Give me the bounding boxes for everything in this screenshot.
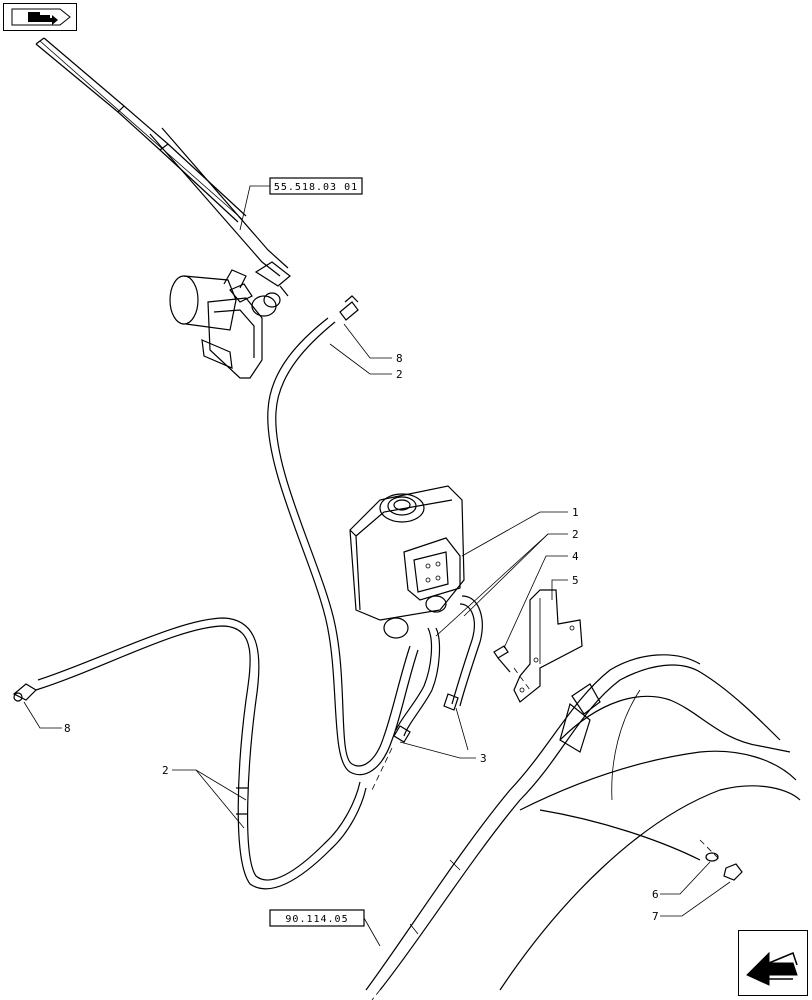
wiper-blade: [35, 37, 247, 223]
nozzle-upper: [339, 295, 359, 321]
ref-box-fender[interactable]: 90.114.05: [269, 909, 365, 927]
nozzle-left: [12, 683, 37, 702]
callout-2-left: 2: [162, 764, 169, 777]
ref-fender: 90.114.05: [285, 914, 348, 925]
ref-box-wiper-motor[interactable]: 55.518.03 01: [269, 177, 363, 195]
callout-8-left: 8: [64, 722, 71, 735]
mounting-bracket: [513, 589, 583, 703]
next-page-button[interactable]: [738, 930, 808, 996]
callout-3: 3: [480, 752, 487, 765]
callout-4: 4: [572, 550, 579, 563]
callout-8-upper: 8: [396, 352, 403, 365]
washer-reservoir: [349, 485, 465, 639]
callout-5: 5: [572, 574, 579, 587]
callout-2-right: 2: [572, 528, 579, 541]
wiper-motor: [169, 269, 281, 379]
prev-page-button[interactable]: [3, 3, 77, 31]
hose-reservoir: [393, 595, 483, 743]
mounting-bolt: [493, 645, 511, 673]
fastener-nut: [723, 863, 743, 881]
leader-lines: [23, 323, 731, 917]
folder-arrow-icon: [11, 8, 71, 26]
callout-1: 1: [572, 506, 579, 519]
callout-6: 6: [652, 888, 659, 901]
ref-wiper-motor: 55.518.03 01: [274, 182, 358, 193]
wiper-arm: [149, 127, 291, 297]
hose-upper: [267, 317, 419, 776]
hose-left-loop: [35, 617, 367, 890]
fender: [365, 654, 801, 991]
callout-7: 7: [652, 910, 659, 923]
arrow-down-left-icon: [746, 951, 798, 986]
callout-2-upper: 2: [396, 368, 403, 381]
fastener-clip: [705, 852, 719, 862]
